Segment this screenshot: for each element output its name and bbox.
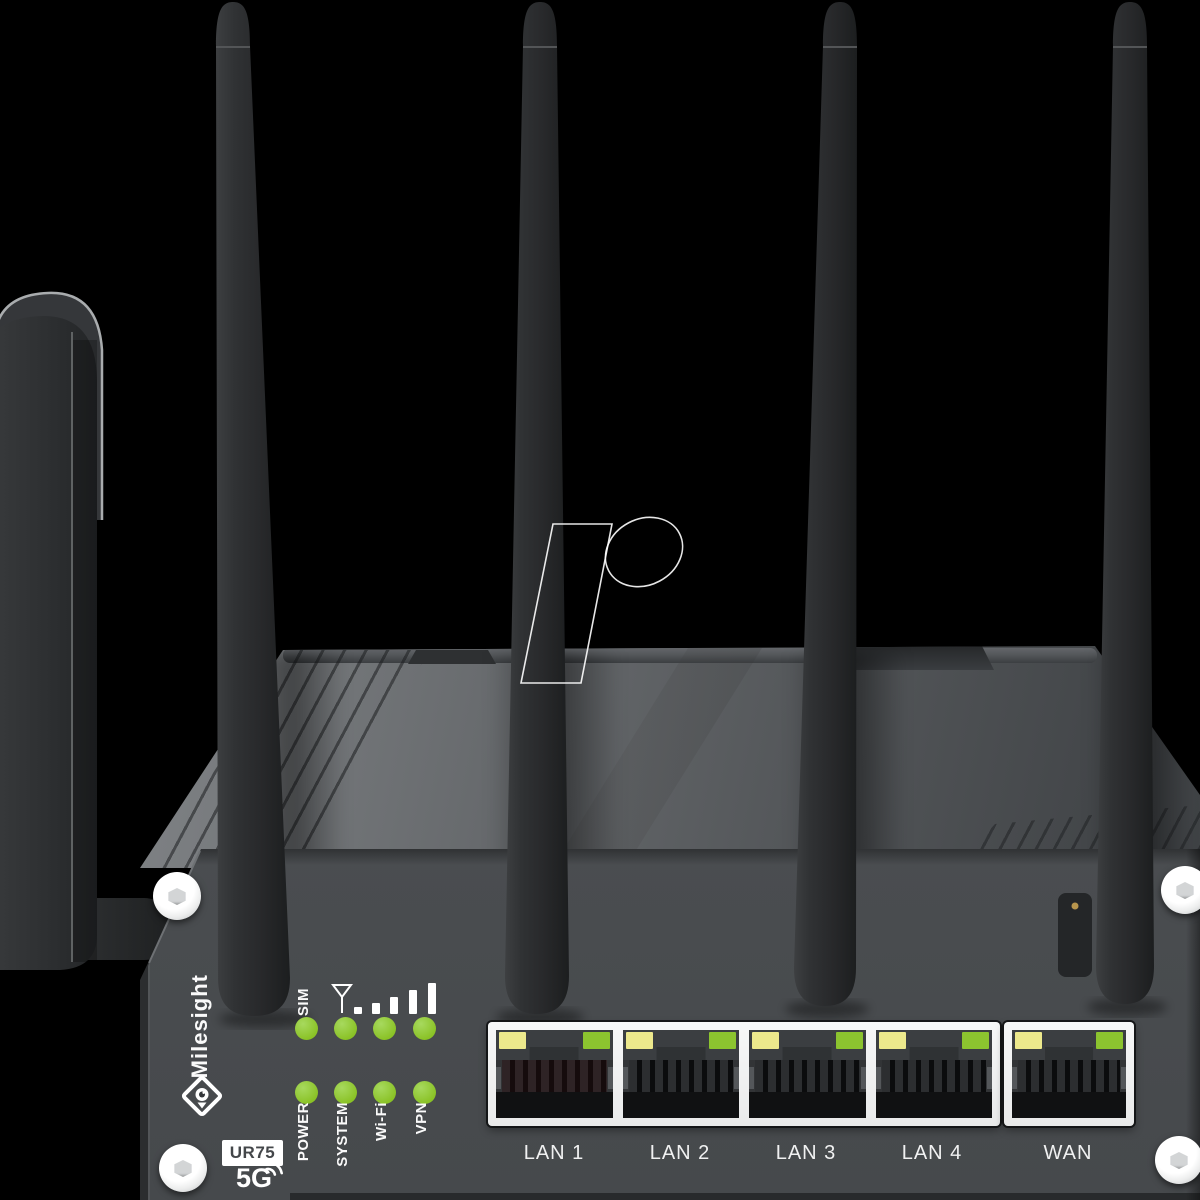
signal-led-3 (413, 1017, 436, 1040)
port-led-yellow (878, 1032, 906, 1049)
cellular-signal-icon (331, 983, 436, 1014)
logo-glint (202, 1091, 205, 1094)
panel-top-shadow (148, 849, 1200, 865)
logo-pointer (197, 1102, 207, 1109)
port-lan3 (749, 1030, 866, 1118)
port-tab (656, 1047, 706, 1061)
port-pins (628, 1060, 733, 1092)
port-latch (622, 1066, 628, 1089)
rear-notch (842, 646, 994, 670)
port-latch (1012, 1066, 1017, 1089)
antenna-2 (505, 2, 569, 1014)
port-latch (607, 1066, 613, 1089)
port-cavity (622, 1092, 739, 1118)
lan-port-group (488, 1022, 1000, 1126)
port-tab (1045, 1047, 1093, 1061)
port-latch (987, 1066, 992, 1089)
signal-led-2 (373, 1017, 396, 1040)
milesight-logo (181, 1075, 223, 1117)
antenna-1 (216, 2, 290, 1016)
port-pins (502, 1060, 607, 1092)
port-wan (1012, 1030, 1126, 1118)
port-led-green (709, 1032, 736, 1049)
sma-connector-pin (1071, 902, 1079, 910)
port-lan2 (622, 1030, 739, 1118)
signal-bar-4 (409, 990, 417, 1014)
port-tab (909, 1047, 959, 1061)
antenna-base-shadow (496, 1008, 584, 1026)
port-led-green (835, 1032, 863, 1049)
hex-socket (1170, 1152, 1188, 1169)
panel-right-edge (1186, 849, 1200, 1200)
port-label-lan2: LAN 2 (649, 1142, 711, 1164)
panel-bottom-edge (290, 1193, 1200, 1200)
screw-top-left (153, 872, 201, 920)
port-pins (1018, 1060, 1120, 1092)
signal-led-1 (334, 1017, 357, 1040)
antenna-4 (1096, 2, 1154, 1004)
antenna-base-shadow (785, 1000, 869, 1018)
signal-bar-3 (390, 997, 398, 1014)
wan-port-frame (1004, 1022, 1134, 1126)
port-led-green (582, 1032, 610, 1049)
logo-diamond (181, 1075, 223, 1117)
port-latch (496, 1066, 501, 1089)
blade-bevel (73, 340, 97, 962)
port-cavity (875, 1092, 992, 1118)
hex-socket (174, 1160, 192, 1177)
port-pins (881, 1060, 986, 1092)
port-label-lan4: LAN 4 (901, 1142, 963, 1164)
antenna-base-shadow (1087, 998, 1167, 1016)
port-latch (734, 1066, 739, 1089)
signal-bar-1 (354, 1007, 362, 1014)
antenna-3 (794, 2, 857, 1006)
port-label-lan3: LAN 3 (775, 1142, 837, 1164)
port-latch (749, 1066, 754, 1089)
port-latch (860, 1066, 866, 1089)
system-led (334, 1081, 357, 1104)
signal-bar-2 (372, 1003, 380, 1014)
port-cavity (496, 1092, 613, 1118)
port-led-yellow (625, 1032, 653, 1049)
port-led-yellow (1015, 1032, 1042, 1049)
screw-bottom-left (159, 1144, 207, 1192)
port-pins (755, 1060, 860, 1092)
port-led-green (1096, 1032, 1123, 1049)
port-tab (782, 1047, 832, 1061)
hex-socket (168, 888, 186, 905)
sim-led (295, 1017, 318, 1040)
hex-socket (1176, 882, 1194, 899)
port-latch (1121, 1066, 1126, 1089)
port-latch (875, 1066, 881, 1089)
port-led-yellow (752, 1032, 779, 1049)
signal-waves-icon (263, 1160, 283, 1176)
power-led (295, 1081, 318, 1104)
port-label-lan1: LAN 1 (523, 1142, 585, 1164)
antenna-glyph (331, 984, 353, 999)
port-led-yellow (499, 1032, 526, 1049)
panel-left-side (140, 963, 148, 1200)
port-led-green (962, 1032, 989, 1049)
wifi-led (373, 1081, 396, 1104)
port-lan4 (875, 1030, 992, 1118)
port-label-wan: WAN (1043, 1142, 1093, 1164)
port-lan1 (496, 1030, 613, 1118)
port-cavity (749, 1092, 866, 1118)
rear-notch (408, 650, 496, 664)
screw-bottom-right (1155, 1136, 1200, 1184)
sma-connector (1058, 893, 1092, 977)
port-cavity (1012, 1092, 1126, 1118)
screw-top-right (1161, 866, 1200, 914)
signal-bar-5 (428, 983, 436, 1014)
vpn-led (413, 1081, 436, 1104)
port-tab (529, 1047, 579, 1061)
